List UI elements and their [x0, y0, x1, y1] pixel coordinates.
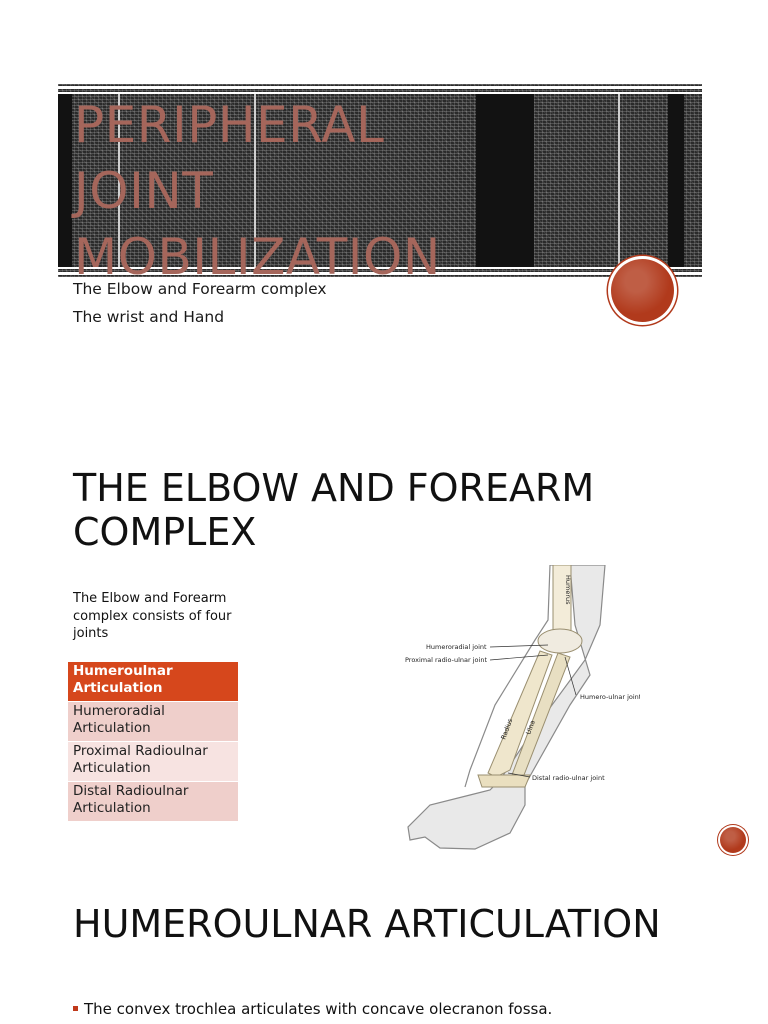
- intro-text: The Elbow and Forearm complex consists o…: [73, 591, 232, 641]
- arm-outline-inner: [464, 565, 551, 788]
- bullet-item: The convex trochlea articulates with con…: [73, 1000, 552, 1018]
- joint-item-distal-radioulnar[interactable]: Distal Radioulnar Articulation: [68, 782, 238, 822]
- joint-list: Humeroulnar Articulation Humeroradial Ar…: [68, 662, 238, 822]
- subtitle-wrist: The wrist and Hand: [73, 308, 225, 326]
- bullet-text: The convex trochlea articulates with con…: [84, 1000, 553, 1018]
- subtitle-elbow: The Elbow and Forearm complex: [73, 280, 327, 298]
- elbow-forearm-illustration: Humerus Humeroradial joint Proximal radi…: [400, 565, 640, 850]
- banner-strip: [668, 94, 684, 267]
- slide3-title: Humeroulnar Articulation: [73, 902, 661, 946]
- joint-item-humeroradial[interactable]: Humeroradial Articulation: [68, 702, 238, 742]
- banner-rule: [58, 86, 702, 89]
- decorative-circle-icon: [611, 259, 674, 322]
- banner-line: [618, 94, 620, 267]
- main-title: Peripheral Joint Mobilization: [74, 96, 441, 277]
- banner-line: [118, 94, 120, 267]
- joint-item-proximal-radioulnar[interactable]: Proximal Radioulnar Articulation: [68, 742, 238, 782]
- arm-outline: [407, 565, 606, 850]
- label-humero-ulnar: Humero-ulnar joint: [580, 693, 640, 701]
- banner-rule: [58, 267, 702, 269]
- decorative-circle-icon: [720, 827, 746, 853]
- banner-strip: [476, 94, 534, 267]
- banner-rule: [58, 272, 702, 275]
- label-distal-radioulnar: Distal radio-ulnar joint: [532, 774, 605, 782]
- joint-item-humeroulnar[interactable]: Humeroulnar Articulation: [68, 662, 238, 702]
- slide2-title: The Elbow and Forearm Complex: [73, 466, 595, 554]
- elbow-condyle: [537, 628, 583, 654]
- wrist-bones: [477, 774, 531, 788]
- label-humeroradial: Humeroradial joint: [426, 643, 487, 651]
- radius-bone: [487, 650, 553, 778]
- banner-line: [254, 94, 256, 267]
- arm-svg: Humerus Humeroradial joint Proximal radi…: [405, 565, 640, 850]
- label-humerus: Humerus: [564, 575, 572, 605]
- banner-rule: [58, 92, 702, 94]
- label-proximal-radioulnar: Proximal radio-ulnar joint: [405, 656, 487, 664]
- bullet-square-icon: [73, 1006, 78, 1011]
- title-banner: Peripheral Joint Mobilization: [58, 84, 702, 277]
- banner-strip: [58, 94, 72, 267]
